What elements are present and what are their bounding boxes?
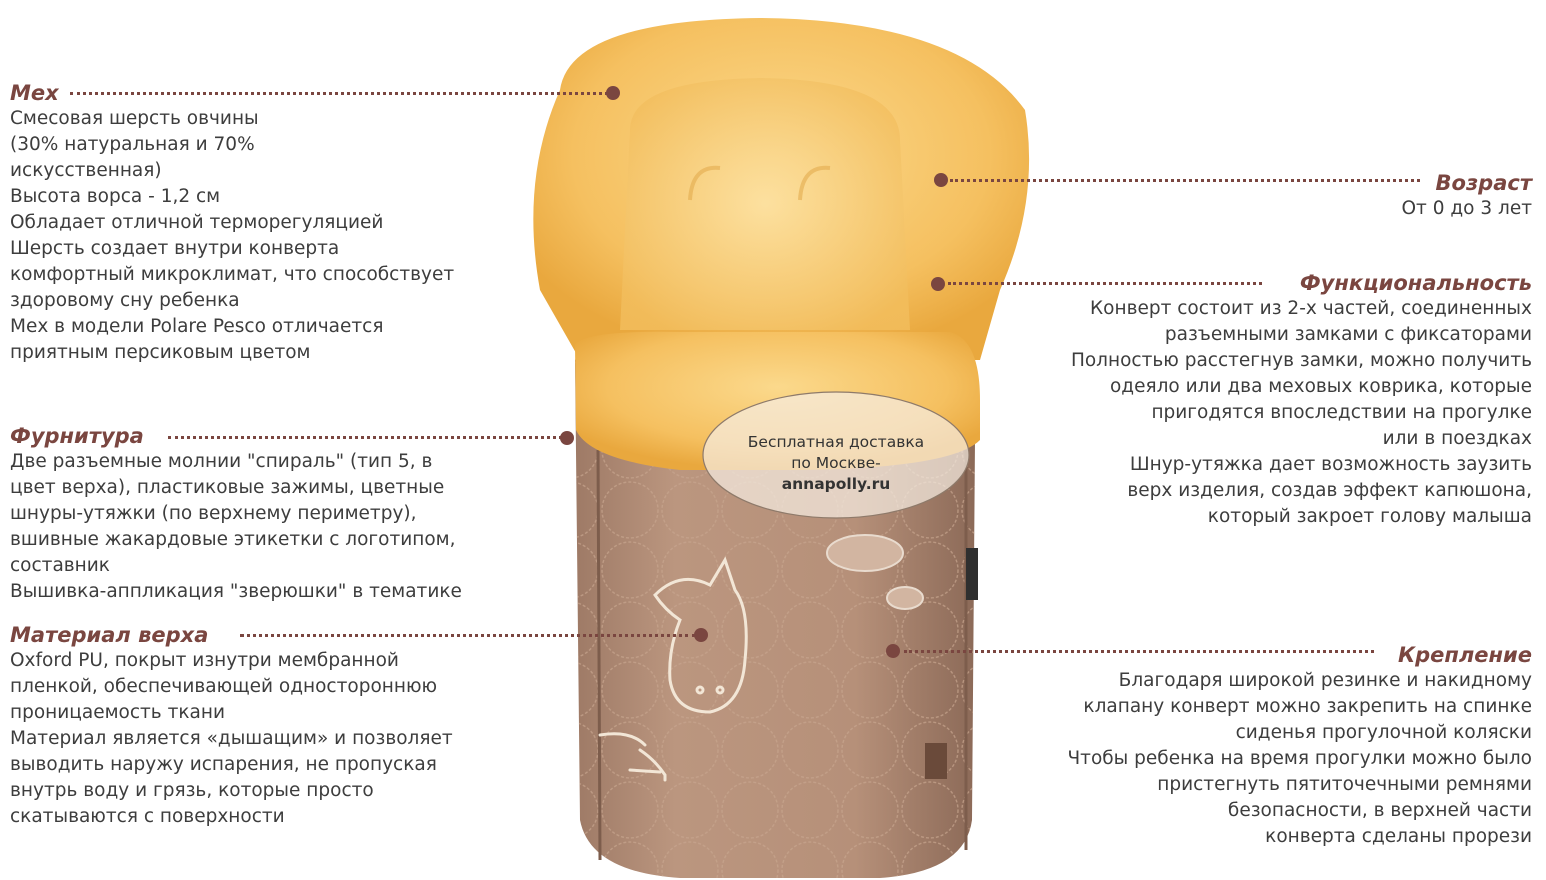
hardware-line: цвет верха), пластиковые зажимы, цветные [10, 477, 445, 498]
function-line: верх изделия, создав эффект капюшона, [1127, 480, 1532, 501]
function-line: Конверт состоит из 2-х частей, соединенн… [1090, 298, 1532, 319]
hardware-line: Вышивка-аппликация "зверюшки" в тематике [10, 581, 462, 602]
function-line: Шнур-утяжка дает возможность заузить [1129, 454, 1532, 475]
fur-line: здоровому сну ребенка [10, 290, 240, 311]
function-line: Полностью расстегнув замки, можно получи… [1070, 350, 1532, 371]
promo-line-2: по Москве- [791, 454, 881, 472]
mount-line: сиденья прогулочной коляски [1235, 722, 1532, 743]
age-description: От 0 до 3 лет [1402, 196, 1533, 222]
mount-marker [886, 644, 900, 658]
fur-line: Высота ворса - 1,2 см [10, 186, 221, 207]
material-line: выводить наружу испарения, не пропуская [10, 754, 437, 775]
fur-line: Шерсть создает внутри конверта [10, 238, 340, 259]
hardware-section: Фурнитура Две разъемные молнии "спираль"… [10, 423, 462, 605]
hardware-description: Две разъемные молнии "спираль" (тип 5, в… [10, 449, 462, 605]
hardware-line: шнуры-утяжки (по верхнему периметру), [10, 503, 417, 524]
fur-hood [533, 18, 1030, 360]
fur-title: Мех [10, 81, 59, 105]
fur-line: Мех в модели Polare Pesco отличается [10, 316, 384, 337]
bubbles [826, 534, 924, 610]
material-line: скатываются с поверхности [10, 806, 285, 827]
hardware-line: вшивные жакардовые этикетки с логотипом, [10, 529, 456, 550]
mount-line: пристегнуть пятиточечными ремнями [1157, 774, 1532, 795]
promo-line-1: Бесплатная доставка [747, 433, 925, 451]
mount-line: Чтобы ребенка на время прогулки можно бы… [1067, 748, 1532, 769]
fur-marker [606, 86, 620, 100]
material-line: Oxford PU, покрыт изнутри мембранной [10, 650, 399, 671]
age-line: От 0 до 3 лет [1401, 198, 1533, 219]
hardware-leader [168, 436, 562, 439]
fur-line: (30% натуральная и 70% [10, 134, 255, 155]
age-section: Возраст От 0 до 3 лет [1402, 170, 1533, 222]
material-title: Материал верха [10, 623, 209, 647]
product-image [533, 18, 1030, 878]
fur-description: Смесовая шерсть овчины (30% натуральная … [10, 106, 454, 366]
material-leader [240, 634, 696, 637]
bottom-brand-tag [925, 743, 947, 779]
function-description: Конверт состоит из 2-х частей, соединенн… [1071, 296, 1532, 530]
function-line: пригодятся впоследствии на прогулке [1151, 402, 1532, 423]
mount-title: Крепление [1397, 643, 1532, 667]
function-line: одеяло или два меховых коврика, которые [1109, 376, 1532, 397]
function-line: который закроет голову малыша [1207, 506, 1532, 527]
hardware-marker [560, 431, 574, 445]
material-line: пленкой, обеспечивающей одностороннюю [10, 676, 438, 697]
hardware-line: Две разъемные молнии "спираль" (тип 5, в [10, 451, 433, 472]
mount-line: конверта сделаны прорези [1265, 826, 1532, 847]
material-description: Oxford PU, покрыт изнутри мембранной пле… [10, 648, 453, 830]
age-leader [950, 179, 1420, 182]
hardware-title: Фурнитура [10, 424, 144, 448]
function-line: разъемными замками с фиксаторами [1164, 324, 1532, 345]
fur-line: комфортный микроклимат, что способствует [10, 264, 455, 285]
promo-site-link[interactable]: annapolly.ru [781, 475, 891, 493]
fur-line: Смесовая шерсть овчины [10, 108, 259, 129]
material-section: Материал верха Oxford PU, покрыт изнутри… [10, 622, 453, 830]
promo-ellipse [702, 391, 970, 519]
material-line: проницаемость ткани [10, 702, 225, 723]
function-line: или в поездках [1382, 428, 1532, 449]
mount-section: Крепление Благодаря широкой резинке и на… [1067, 642, 1532, 850]
material-line: Материал является «дышащим» и позволяет [10, 728, 453, 749]
function-title: Функциональность [1299, 271, 1532, 295]
horse-applique-icon [598, 556, 748, 782]
fur-section: Мех Смесовая шерсть овчины (30% натураль… [10, 80, 454, 366]
hardware-line: составник [10, 555, 110, 576]
fur-leader [70, 92, 608, 95]
function-marker [931, 277, 945, 291]
function-section: Функциональность Конверт состоит из 2-х … [1071, 270, 1532, 530]
mount-line: безопасности, в верхней части [1227, 800, 1532, 821]
age-marker [934, 173, 948, 187]
mount-description: Благодаря широкой резинке и накидному кл… [1067, 668, 1532, 850]
promo-badge[interactable]: Бесплатная доставка по Москве- annapolly… [706, 432, 966, 495]
mount-leader [904, 650, 1374, 653]
mount-line: Благодаря широкой резинке и накидному [1118, 670, 1532, 691]
material-marker [694, 628, 708, 642]
age-title: Возраст [1435, 171, 1532, 195]
function-leader [948, 282, 1262, 285]
material-line: внутрь воду и грязь, которые просто [10, 780, 374, 801]
fur-line: Обладает отличной терморегуляцией [10, 212, 384, 233]
fur-line: приятным персиковым цветом [10, 342, 311, 363]
side-brand-tag [966, 548, 978, 600]
mount-line: клапану конверт можно закрепить на спинк… [1083, 696, 1532, 717]
fur-line: искусственная) [10, 160, 162, 181]
